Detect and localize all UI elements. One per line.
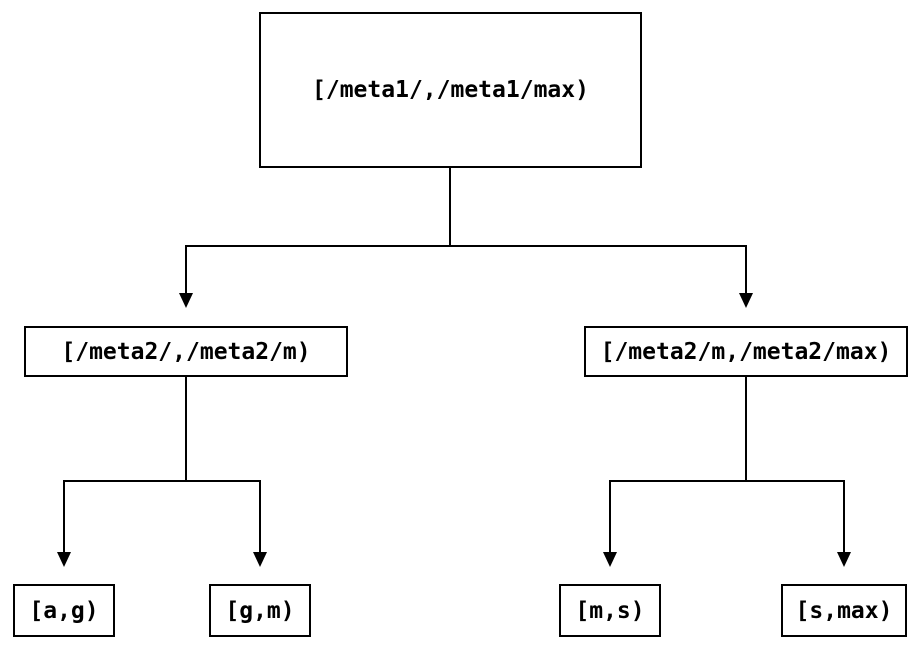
node-root-label: [/meta1/,/meta1/max) (312, 77, 589, 103)
arrowhead-down (179, 293, 193, 308)
arrowhead-down (603, 552, 617, 567)
node-meta2-right-label: [/meta2/m,/meta2/max) (600, 338, 892, 365)
node-leaf-gm-label: [g,m) (225, 597, 295, 624)
node-leaf-smax-label: [s,max) (795, 597, 893, 624)
node-meta2-right: [/meta2/m,/meta2/max) (584, 326, 908, 377)
arrowhead-down (739, 293, 753, 308)
arrowhead-down (253, 552, 267, 567)
node-leaf-smax: [s,max) (781, 584, 907, 637)
node-leaf-ag-label: [a,g) (29, 597, 99, 624)
node-leaf-ag: [a,g) (13, 584, 115, 637)
arrowhead-down (57, 552, 71, 567)
node-root: [/meta1/,/meta1/max) (259, 12, 642, 168)
node-leaf-ms: [m,s) (559, 584, 661, 637)
node-meta2-left-label: [/meta2/,/meta2/m) (61, 338, 311, 365)
node-meta2-left: [/meta2/,/meta2/m) (24, 326, 348, 377)
node-leaf-ms-label: [m,s) (575, 597, 645, 624)
arrowhead-down (837, 552, 851, 567)
node-leaf-gm: [g,m) (209, 584, 311, 637)
